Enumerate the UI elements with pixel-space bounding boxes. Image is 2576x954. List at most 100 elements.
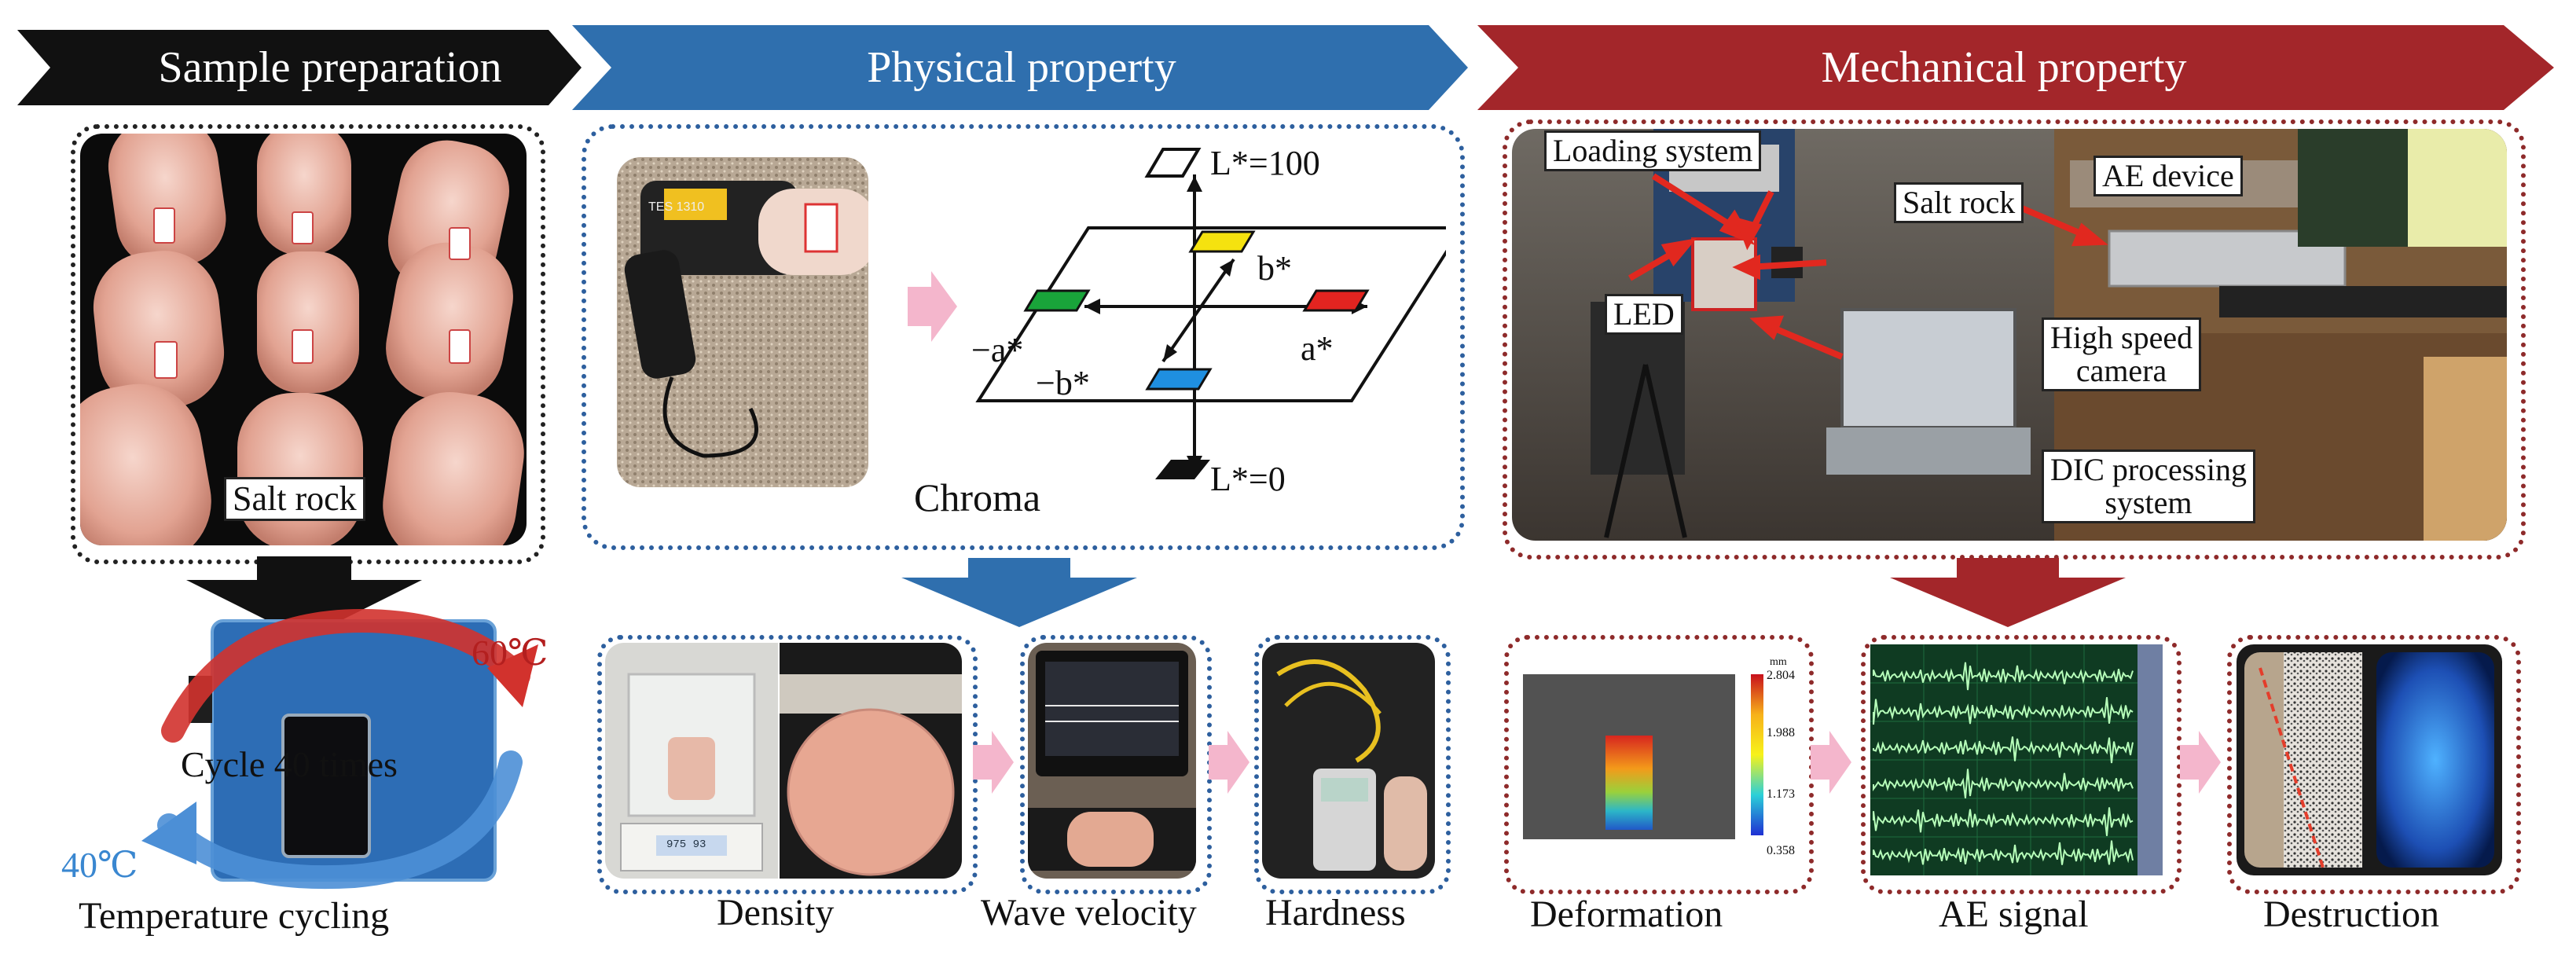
salt-disc	[788, 710, 953, 875]
l-min-label: L*=0	[1210, 460, 1286, 498]
colorbar-tick-3: 1.173	[1767, 787, 1795, 801]
wave-velocity-caption: Wave velocity	[981, 892, 1197, 934]
wave-velocity-photo	[1028, 643, 1196, 879]
temperature-cycling-illustration	[141, 608, 538, 890]
colorbar	[1751, 674, 1763, 835]
banner-mechanical-property: Mechanical property	[1821, 43, 2187, 92]
hardness-sample	[1384, 776, 1427, 871]
callout-high-speed-line2: camera	[2075, 353, 2167, 388]
ae-waveform	[1873, 840, 2134, 865]
arrow-pink-wave	[1209, 731, 1249, 794]
banner-sample-preparation: Sample preparation	[158, 43, 502, 92]
banner-physical-property-shape	[572, 25, 1468, 110]
l-max-plate	[1144, 148, 1202, 178]
b-pos-label: b*	[1257, 249, 1292, 288]
chroma-label: Chroma	[914, 475, 1041, 519]
ae-signal-frame	[1861, 635, 2182, 894]
ae-signal-plot	[1870, 644, 2163, 875]
salt-rock-cylinders	[80, 134, 524, 545]
destruction-frame	[2227, 635, 2521, 894]
chroma-panel-frame	[582, 124, 1465, 550]
destruction-caption: Destruction	[2263, 893, 2439, 935]
colorbar-unit: mm	[1770, 656, 1787, 668]
red-swatch	[1302, 289, 1370, 312]
arrow-down-red	[1890, 558, 2126, 627]
dic-laptop-screen	[1840, 308, 2016, 429]
l-min-plate	[1155, 460, 1210, 479]
l-max-label: L*=100	[1210, 144, 1320, 182]
green-swatch	[1023, 289, 1091, 312]
arrow-pink-density	[973, 731, 1014, 794]
salt-rock-photo	[80, 134, 527, 545]
ae-waveform	[1873, 736, 2134, 764]
cycle-label: Cycle 40 times	[181, 744, 398, 784]
callout-high-speed-line1: High speed	[2050, 320, 2193, 355]
salt-rock-label: Salt rock	[224, 477, 365, 522]
ae-waveform	[1873, 769, 2134, 798]
ae-signal-caption: AE signal	[1939, 893, 2089, 935]
banner-mechanical-property-shape	[1477, 25, 2554, 110]
callout-arrows	[1627, 173, 2108, 360]
chroma-plane	[975, 226, 1446, 402]
dic-strain-map	[1605, 736, 1653, 830]
banner-sample-preparation-shape	[17, 30, 582, 105]
callout-ae-device: AE device	[2093, 156, 2243, 196]
hardness-photo	[1262, 643, 1435, 879]
density-caption: Density	[717, 892, 835, 934]
arrow-down-black	[186, 556, 422, 639]
fracture-line	[2259, 667, 2325, 868]
colorbar-tick-2: 1.988	[1767, 726, 1795, 739]
hardness-frame	[1254, 635, 1451, 894]
ae-waveform	[1873, 662, 2134, 691]
a-pos-label: a*	[1301, 329, 1334, 368]
blue-arrow-icon	[141, 802, 196, 864]
a-neg-label: −a*	[971, 331, 1024, 369]
callout-dic-line2: system	[2104, 485, 2193, 520]
callout-dic-line1: DIC processing	[2050, 452, 2247, 487]
arrow-pink-chroma	[908, 271, 957, 342]
yellow-swatch	[1188, 230, 1256, 253]
callout-led: LED	[1605, 294, 1683, 335]
dic-laptop-base	[1826, 427, 2031, 475]
arrow-pink-deformation	[1811, 731, 1851, 794]
wave-sample	[1067, 812, 1154, 867]
temp-low-label: 40℃	[61, 845, 138, 885]
balance-display	[656, 835, 727, 856]
chroma-diagram	[975, 148, 1446, 479]
balance-display-text: 975 93	[666, 838, 706, 851]
density-photos	[605, 643, 962, 879]
b-axis	[1161, 258, 1235, 363]
callout-loading-system: Loading system	[1544, 130, 1762, 171]
ae-waveform	[1873, 697, 2134, 725]
deformation-caption: Deformation	[1530, 893, 1723, 935]
callout-salt-rock: Salt rock	[1894, 182, 2024, 223]
colorbar-tick-1: 2.804	[1767, 669, 1795, 682]
callout-dic-processing: DIC processing system	[2042, 449, 2255, 523]
banner-physical-property: Physical property	[867, 43, 1176, 92]
salt-rock-specimen	[1691, 237, 1757, 311]
meter-brand: TES 1310	[648, 200, 705, 214]
arrow-pink-ae	[2180, 731, 2221, 794]
speckle-specimen	[2284, 652, 2362, 868]
colorimeter-photo	[617, 157, 868, 487]
hardness-caption: Hardness	[1265, 892, 1406, 934]
arrow-down-blue	[901, 558, 1137, 627]
b-neg-label: −b*	[1036, 364, 1090, 402]
temperature-cycling-caption: Temperature cycling	[79, 895, 390, 937]
colorimeter-handle	[624, 250, 696, 379]
cooling-arc	[157, 750, 523, 890]
ae-waveform	[1873, 807, 2134, 836]
density-sample	[668, 737, 715, 800]
banner-layer	[17, 25, 2554, 110]
colorbar-tick-4: 0.358	[1767, 844, 1795, 857]
callout-high-speed-camera: High speed camera	[2042, 317, 2202, 391]
lab-photo-frame	[1503, 119, 2526, 560]
destruction-photos	[2237, 644, 2502, 875]
uv-specimen	[2376, 652, 2494, 868]
heating-arc	[161, 608, 530, 743]
red-arrow-icon	[487, 644, 538, 707]
temp-high-label: 60℃	[472, 633, 549, 673]
lab-setup-photo	[1512, 129, 2507, 541]
deformation-field	[1523, 674, 1763, 839]
